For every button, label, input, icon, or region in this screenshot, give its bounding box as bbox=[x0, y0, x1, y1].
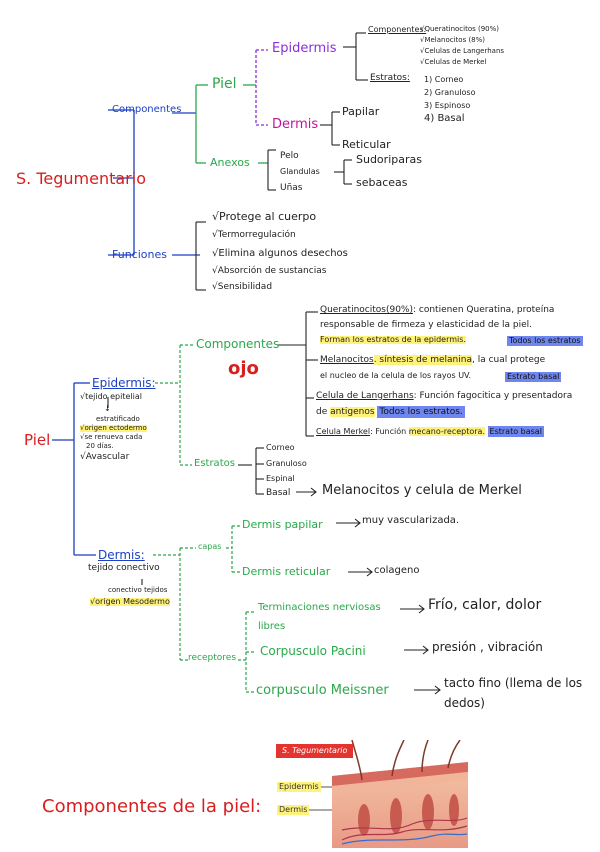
label-estratos: Estratos: bbox=[370, 73, 410, 83]
node-piel-2: Piel bbox=[24, 431, 51, 449]
receptor-note: tacto fino (llema de los bbox=[444, 676, 583, 690]
glandula-sudoriparas: Sudoriparas bbox=[356, 153, 422, 166]
ojo-note: ojo bbox=[228, 358, 259, 379]
estrato-item-2: Granuloso bbox=[266, 459, 307, 468]
ep-note-origen: √origen ectodermo bbox=[80, 424, 147, 432]
node-dermis-2: Dermis: bbox=[98, 548, 145, 562]
comp-item: √Melanocitos (8%) bbox=[420, 36, 486, 44]
receptor-pacini: Corpusculo Pacini bbox=[260, 644, 366, 658]
langerhans-text: : Función fagocitica y presentadora bbox=[413, 391, 573, 401]
receptor-terminaciones-2: libres bbox=[258, 621, 286, 632]
receptor-terminaciones: Terminaciones nerviosas bbox=[258, 602, 381, 613]
node-componentes: Componentes bbox=[112, 104, 182, 115]
estrato-item-2: Espinal bbox=[266, 474, 295, 483]
bottom-title: Componentes de la piel: bbox=[42, 796, 262, 817]
receptor-note-2: dedos) bbox=[444, 696, 485, 710]
langerhans-de: de bbox=[316, 407, 328, 417]
node-piel: Piel bbox=[212, 76, 237, 92]
funcion-item: √Termorregulación bbox=[212, 230, 296, 240]
ep-note: √tejido epitelial bbox=[80, 392, 142, 401]
melanocitos-text-2: el nucleo de la celula de los rayos UV. bbox=[320, 371, 472, 380]
queratinocitos-text-2: responsable de firmeza y elasticidad de … bbox=[320, 320, 533, 330]
node-dermis: Dermis bbox=[272, 117, 319, 132]
node-estratos: Estratos bbox=[194, 458, 235, 469]
melanocitos-text: , la cual protege bbox=[471, 355, 546, 365]
funcion-item: √Protege al cuerpo bbox=[212, 210, 317, 223]
queratinocitos-label: Queratinocitos(90%) bbox=[320, 305, 413, 315]
glandula-sebaceas: sebaceas bbox=[356, 176, 408, 189]
badge-todos-estratos-2: Todos los estratos. bbox=[377, 406, 465, 418]
node-epidermis-2: Epidermis: bbox=[92, 376, 156, 390]
funcion-item: √Absorción de sustancias bbox=[212, 266, 327, 276]
ep-note: estratificado bbox=[96, 415, 140, 423]
node-componentes-2: Componentes bbox=[196, 337, 280, 351]
comp-item: √Queratinocitos (90%) bbox=[420, 25, 500, 33]
funcion-item: √Sensibilidad bbox=[212, 282, 273, 292]
queratinocitos-highlight: Forman los estratos de la epidermis. bbox=[320, 335, 466, 344]
comp-item: √Celulas de Merkel bbox=[420, 58, 487, 66]
receptor-meissner: corpusculo Meissner bbox=[256, 683, 389, 698]
node-epidermis: Epidermis bbox=[272, 41, 337, 56]
merkel-text: : Función bbox=[370, 427, 407, 436]
ep-note: √se renueva cada bbox=[80, 433, 143, 441]
funcion-item: √Elimina algunos desechos bbox=[212, 248, 348, 259]
langerhans-label: Celula de Langerhans bbox=[316, 391, 414, 401]
skin-diagram: S. Tegumentario Epidermis Dermis bbox=[272, 739, 477, 848]
receptor-note: Frío, calor, dolor bbox=[428, 597, 542, 613]
diagram-tag: S. Tegumentario bbox=[276, 744, 354, 758]
badge-estrato-basal-2: Estrato basal bbox=[487, 426, 544, 437]
langerhans-antigenos: antigenos bbox=[330, 407, 375, 417]
basal-note: Melanocitos y celula de Merkel bbox=[322, 483, 522, 498]
node-anexos: Anexos bbox=[210, 156, 250, 169]
ep-note: 20 días. bbox=[86, 442, 114, 450]
estrato-item: 1) Corneo bbox=[424, 75, 464, 84]
de-note: conectivo tejidos bbox=[108, 586, 168, 594]
comp-item: √Celulas de Langerhans bbox=[420, 47, 505, 55]
ep-note-avascular: √Avascular bbox=[80, 452, 130, 462]
dermis-reticular: Reticular bbox=[342, 138, 391, 151]
queratinocitos-text: : contienen Queratina, proteína bbox=[412, 305, 555, 315]
de-note-origen: √origen Mesodermo bbox=[90, 597, 170, 606]
root-title: S. Tegumentario bbox=[16, 169, 146, 188]
reticular-note: colageno bbox=[374, 565, 420, 576]
merkel-highlight: mecano-receptora. bbox=[408, 427, 485, 436]
badge-estrato-basal: Estrato basal bbox=[505, 372, 562, 382]
dermis-papilar: Papilar bbox=[342, 105, 380, 118]
label-dermis: Dermis bbox=[277, 805, 310, 815]
estrato-item: 2) Granuloso bbox=[424, 88, 476, 97]
melanocitos-highlight: . síntesis de melanina bbox=[373, 355, 472, 365]
estrato-item: 3) Espinoso bbox=[424, 101, 471, 110]
node-funciones: Funciones bbox=[112, 248, 167, 261]
receptor-note: presión , vibración bbox=[432, 640, 543, 654]
anexo-item: Glandulas bbox=[280, 167, 320, 176]
de-note: tejido conectivo bbox=[88, 563, 160, 573]
papilar-note: muy vascularizada. bbox=[362, 515, 460, 526]
anexo-item: Uñas bbox=[280, 183, 303, 193]
badge-todos-estratos: Todos los estratos bbox=[507, 336, 583, 346]
ep-note-arrow: ↓ bbox=[104, 404, 111, 413]
node-receptores: receptores bbox=[188, 653, 237, 663]
estrato-item: 4) Basal bbox=[424, 113, 465, 124]
dermis-papilar-2: Dermis papilar bbox=[242, 518, 323, 531]
dermis-reticular-2: Dermis reticular bbox=[242, 565, 331, 578]
anexo-item: Pelo bbox=[280, 151, 299, 161]
merkel-label: Celula Merkel bbox=[316, 427, 371, 436]
estrato-item-2: Corneo bbox=[266, 443, 295, 452]
label-epidermis: Epidermis bbox=[277, 782, 321, 792]
melanocitos-label: Melanocitos bbox=[320, 355, 374, 365]
estrato-item-2: Basal bbox=[266, 488, 291, 498]
node-capas: capas bbox=[198, 542, 222, 551]
label-componentes: Componentes: bbox=[368, 25, 427, 34]
